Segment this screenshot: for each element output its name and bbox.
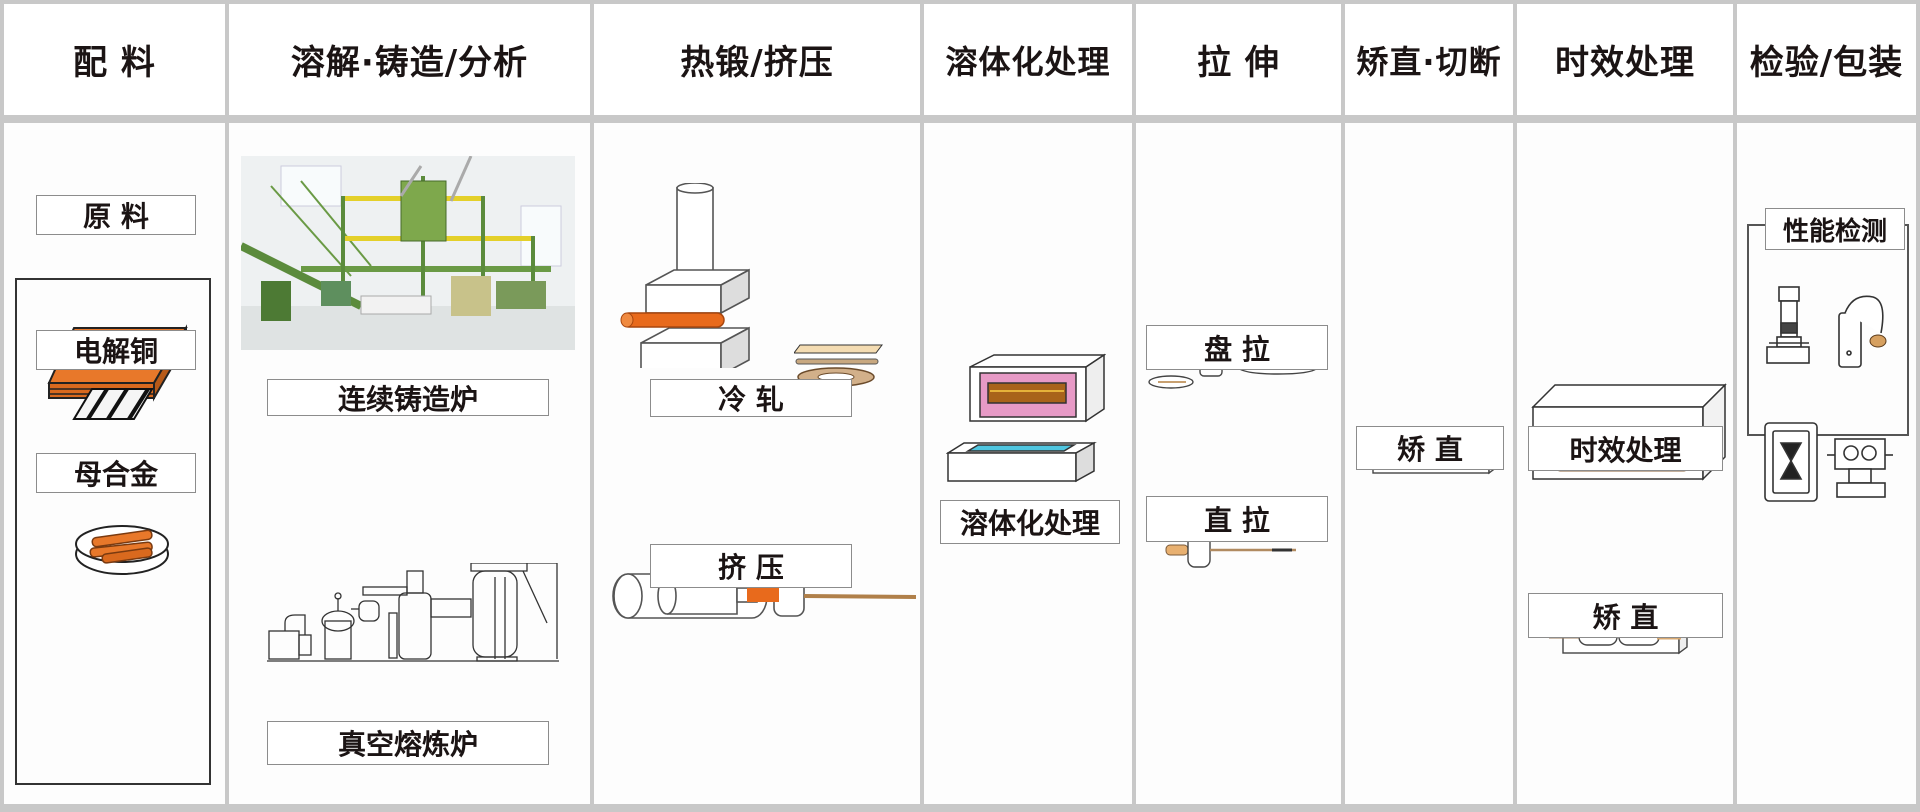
coil-drawing-label: 盘 拉	[1146, 325, 1328, 370]
vacuum-melting-furnace-drawing	[267, 563, 559, 673]
stage-batching: 配 料 原 料 电解铜	[4, 4, 225, 804]
vacuum-melting-furnace-label: 真空熔炼炉	[267, 721, 549, 765]
cold-rolling-press-icon	[614, 183, 754, 368]
continuous-casting-furnace-label: 连续铸造炉	[267, 379, 549, 416]
copper-rods-dish-icon	[72, 518, 172, 578]
stage-straightening-cutting: 矫直·切断 矫 直	[1345, 4, 1513, 804]
stage-header: 热锻/挤压	[594, 4, 920, 115]
continuous-casting-furnace-photo	[241, 156, 575, 350]
testing-group-frame	[1747, 224, 1909, 436]
raw-material-label: 原 料	[36, 195, 196, 235]
straight-drawing-label: 直 拉	[1146, 496, 1328, 542]
straightening-label: 矫 直	[1356, 426, 1504, 470]
cold-rolling-label: 冷 轧	[650, 379, 852, 417]
stage-body: 连续铸造炉	[229, 123, 590, 804]
stage-body: 性能检测	[1737, 123, 1916, 804]
stage-body: 矫 直	[1345, 123, 1513, 804]
stage-solution-treatment: 溶体化处理	[924, 4, 1132, 804]
stage-melting-casting: 溶解·铸造/分析	[229, 4, 590, 804]
stage-body: 溶体化处理	[924, 123, 1132, 804]
stage-header: 检验/包装	[1737, 4, 1916, 115]
stage-inspection-packaging: 检验/包装 性能检测	[1737, 4, 1916, 804]
master-alloy-label: 母合金	[36, 453, 196, 493]
stage-header: 溶解·铸造/分析	[229, 4, 590, 115]
stage-header: 溶体化处理	[924, 4, 1132, 115]
electrolytic-copper-label: 电解铜	[36, 330, 196, 370]
stage-aging-treatment: 时效处理 时效处理	[1517, 4, 1733, 804]
stage-forging-extrusion: 热锻/挤压	[594, 4, 920, 804]
alloy-bars-icon	[72, 385, 156, 425]
stage-header: 时效处理	[1517, 4, 1733, 115]
stage-drawing: 拉 伸 盘 拉	[1136, 4, 1341, 804]
solution-furnace-icon	[946, 353, 1106, 483]
stage-header: 拉 伸	[1136, 4, 1341, 115]
testing-instruments-icon	[1763, 283, 1903, 503]
rolled-products-icon	[794, 343, 884, 393]
solution-treatment-label: 溶体化处理	[940, 500, 1120, 544]
stage-header: 配 料	[4, 4, 225, 115]
performance-testing-label: 性能检测	[1765, 208, 1905, 250]
aging-treatment-label: 时效处理	[1528, 426, 1723, 471]
stage-body: 时效处理 矫 直	[1517, 123, 1733, 804]
stage-body: 盘 拉 直 拉	[1136, 123, 1341, 804]
stage-body: 原 料 电解铜 母合金	[4, 123, 225, 804]
straightening-label: 矫 直	[1528, 593, 1723, 638]
extrusion-label: 挤 压	[650, 544, 852, 588]
stage-body: 冷 轧 挤 压	[594, 123, 920, 804]
stage-header: 矫直·切断	[1345, 4, 1513, 115]
